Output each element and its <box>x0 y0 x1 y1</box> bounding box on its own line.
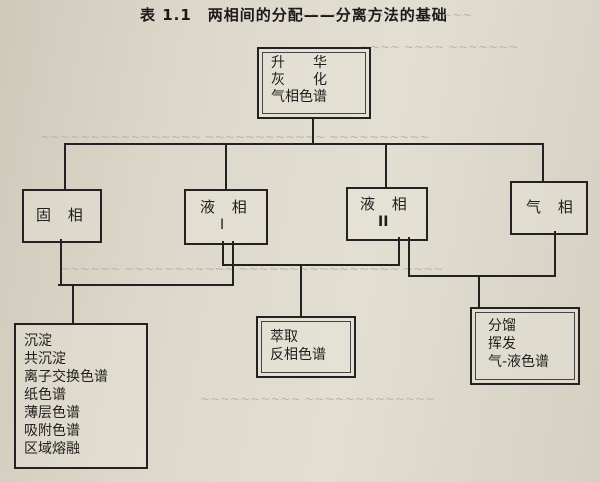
connector-line <box>225 143 227 189</box>
box-inner-border <box>261 321 351 373</box>
method-item: 区域熔融 <box>24 441 80 457</box>
method-item: 共沉淀 <box>24 351 66 367</box>
show-through-text: ~~~~~~~~~~~~~~~~ ~~~~~~~~~~~~ ~~~~~~~~~~ <box>40 130 430 144</box>
method-ashing: 灰 化 <box>271 72 327 88</box>
connector-line <box>72 284 74 324</box>
liquid-methods-box: 萃取 反相色谱 <box>256 316 356 378</box>
connector-line <box>300 264 302 316</box>
method-item: 分馏 <box>488 318 516 334</box>
method-item: 离子交换色谱 <box>24 369 108 385</box>
method-item: 纸色谱 <box>24 387 66 403</box>
box-inner-border <box>475 312 575 380</box>
connector-line <box>60 239 62 285</box>
phase-box-gas: 气 相 <box>510 181 588 235</box>
phase-box-liquid-1: 液 相 I <box>184 189 268 245</box>
method-item: 薄层色谱 <box>24 405 80 421</box>
method-item: 气-液色谱 <box>488 354 550 370</box>
connector-line <box>398 237 400 266</box>
connector-line <box>478 275 480 307</box>
method-item: 挥发 <box>488 336 516 352</box>
phase-label: 液 相 <box>200 198 253 216</box>
phase-label: 气 相 <box>526 198 579 216</box>
connector-line <box>232 241 234 285</box>
table-title: 表 1.1 两相间的分配——分离方法的基础 <box>140 6 448 24</box>
phase-sub-label: I <box>220 217 225 233</box>
connector-line <box>58 284 234 286</box>
connector-line <box>222 264 400 266</box>
box-inner-border <box>262 52 366 114</box>
connector-line <box>408 275 556 277</box>
phase-label: 液 相 <box>360 195 413 213</box>
method-item: 萃取 <box>270 329 298 345</box>
connector-line <box>64 143 66 189</box>
phase-box-liquid-2: 液 相 II <box>346 187 428 241</box>
show-through-text: ~~~~~~ ~~~ ~~~~ ~~~~ <box>290 8 473 22</box>
show-through-text: ~~~~~~~~~~ ~~~~~~~~~~~~~ <box>200 392 436 406</box>
method-sublimation: 升 华 <box>271 55 327 71</box>
connector-line <box>542 143 544 181</box>
connector-line <box>554 231 556 277</box>
method-gas-chromatography: 气相色谱 <box>271 89 327 105</box>
show-through-text: ~~~~ ~~~~ ~~~~~~~ <box>360 40 519 54</box>
phase-sub-label: II <box>378 214 389 230</box>
method-item: 沉淀 <box>24 333 52 349</box>
solid-methods-box: 沉淀 共沉淀 离子交换色谱 纸色谱 薄层色谱 吸附色谱 区域熔融 <box>14 323 148 469</box>
phase-label: 固 相 <box>36 206 89 224</box>
connector-line <box>408 237 410 277</box>
top-method-box: 升 华 灰 化 气相色谱 <box>257 47 371 119</box>
method-item: 吸附色谱 <box>24 423 80 439</box>
method-item: 反相色谱 <box>270 347 326 363</box>
connector-line <box>385 143 387 187</box>
connector-line <box>222 241 224 265</box>
connector-line <box>64 143 544 145</box>
connector-line <box>312 117 314 144</box>
phase-box-solid: 固 相 <box>22 189 102 243</box>
gas-methods-box: 分馏 挥发 气-液色谱 <box>470 307 580 385</box>
